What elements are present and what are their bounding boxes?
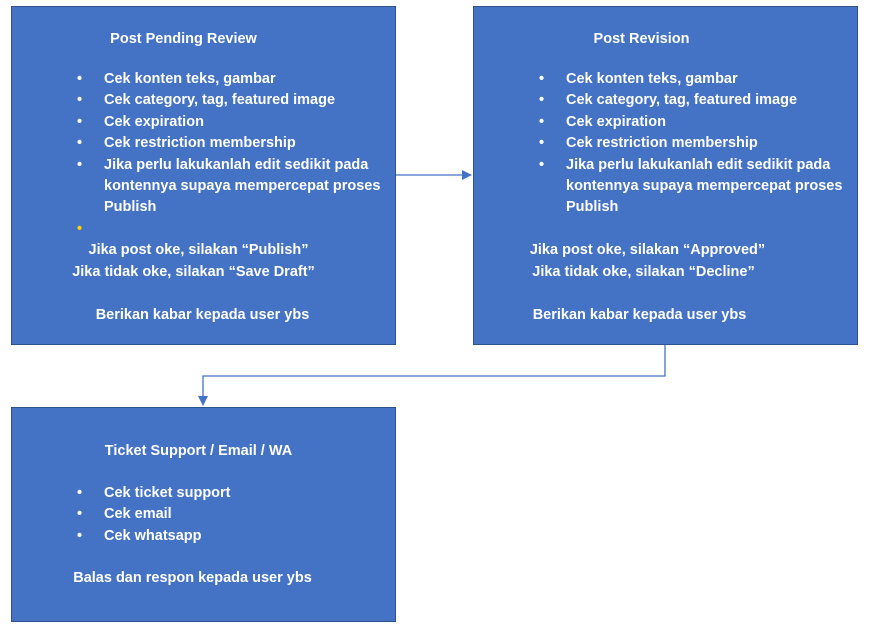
list-item: Cek konten teks, gambar xyxy=(539,69,854,91)
checklist: Cek konten teks, gambar Cek category, ta… xyxy=(77,69,392,241)
ticket-support-box: Ticket Support / Email / WA Cek ticket s… xyxy=(11,407,396,622)
list-item: Cek ticket support xyxy=(77,483,392,505)
list-item: Cek konten teks, gambar xyxy=(77,69,392,91)
list-item: Jika perlu lakukanlah edit sedikit pada … xyxy=(539,155,854,219)
list-item: Cek category, tag, featured image xyxy=(77,90,392,112)
list-item: Cek restriction membership xyxy=(539,133,854,155)
list-item: Cek category, tag, featured image xyxy=(539,90,854,112)
post-pending-review-box: Post Pending Review Cek konten teks, gam… xyxy=(11,6,396,345)
box-title: Post Revision xyxy=(593,31,690,47)
box-title: Ticket Support / Email / WA xyxy=(104,443,293,459)
box-title: Post Pending Review xyxy=(110,31,257,47)
post-revision-box: Post Revision Cek konten teks, gambar Ce… xyxy=(473,6,858,345)
box-footer: Berikan kabar kepada user ybs xyxy=(532,307,747,323)
approved-instruction: Jika post oke, silakan “Approved” xyxy=(529,242,766,258)
box-footer: Berikan kabar kepada user ybs xyxy=(95,307,310,323)
publish-instruction: Jika post oke, silakan “Publish” xyxy=(88,242,309,258)
decline-instruction: Jika tidak oke, silakan “Decline” xyxy=(532,264,755,280)
arrow-revision-to-support xyxy=(198,345,666,406)
list-item: Cek email xyxy=(77,504,392,526)
list-item: Cek expiration xyxy=(77,112,392,134)
checklist: Cek konten teks, gambar Cek category, ta… xyxy=(539,69,854,219)
list-item: Cek expiration xyxy=(539,112,854,134)
list-item: Cek whatsapp xyxy=(77,526,392,548)
list-item: Cek restriction membership xyxy=(77,133,392,155)
list-item: Jika perlu lakukanlah edit sedikit pada … xyxy=(77,155,392,219)
box-footer: Balas dan respon kepada user ybs xyxy=(73,570,312,586)
checklist: Cek ticket support Cek email Cek whatsap… xyxy=(77,483,392,548)
empty-list-item xyxy=(77,219,392,241)
save-draft-instruction: Jika tidak oke, silakan “Save Draft” xyxy=(72,264,315,280)
